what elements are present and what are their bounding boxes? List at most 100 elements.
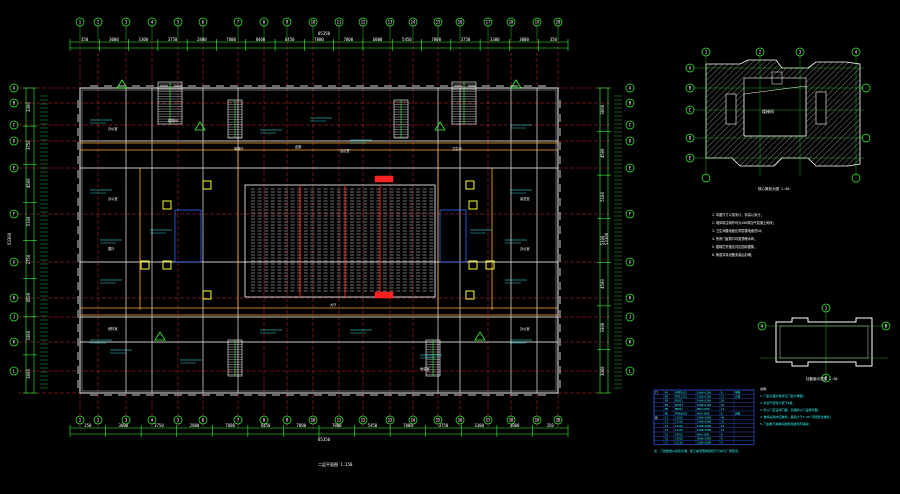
- stage-marker: [374, 175, 394, 183]
- entrance-arrow: [194, 121, 206, 131]
- grid-bubble-label: 7: [237, 20, 240, 25]
- grid-bubble-label: 2: [97, 418, 100, 423]
- dim-text: 7800: [332, 423, 342, 428]
- table-cell: 900×1500: [697, 432, 710, 436]
- core-void: [743, 77, 807, 137]
- grid-bubble-label: H: [629, 296, 632, 301]
- grid-bubble-label: A: [761, 324, 764, 329]
- blue-zone: [174, 209, 202, 263]
- dim-text: 2750: [26, 254, 31, 264]
- table-cell: C1818: [675, 416, 683, 420]
- table-cell: M1: [665, 390, 669, 394]
- grid-bubble-label: E: [629, 166, 632, 171]
- grid-bubble-label: 10: [311, 418, 316, 423]
- table-cell: 窗: [655, 416, 658, 420]
- grid-bubble-label: 8: [263, 418, 266, 423]
- column-marker: [468, 260, 478, 270]
- column-marker: [202, 180, 212, 190]
- table-cell: 8: [721, 432, 723, 436]
- room-tag: 楼梯间: [168, 118, 178, 123]
- grid-bubble-label: 1: [79, 418, 82, 423]
- grid-bubble-label: 13: [388, 20, 393, 25]
- grid-bubble-right: [625, 257, 635, 267]
- grid-bubble-left: [9, 120, 19, 130]
- grid-bubble-label: 13: [388, 418, 393, 423]
- grid-bubble-bottom: [385, 415, 395, 425]
- grid-bubble-label: K: [13, 340, 16, 345]
- core-wall-opening: [815, 91, 827, 125]
- dim-text: 350: [81, 37, 89, 42]
- dim-text: 5450: [368, 423, 378, 428]
- dim-text: 7800: [296, 423, 306, 428]
- dim-text: 7800: [343, 37, 353, 42]
- room-tag: 办公室: [520, 246, 530, 251]
- room-tag: 办公室: [108, 126, 118, 131]
- table-cell: C2418: [675, 424, 683, 428]
- dim-text: 7800: [431, 37, 441, 42]
- dim-text: 3000: [510, 423, 520, 428]
- side-note: 3.防火门应设闭门器，双扇防火门设顺序器；: [760, 407, 821, 412]
- table-cell: FM丙0618: [675, 411, 687, 415]
- room-tag: 走廊: [295, 144, 302, 149]
- grid-bubble-right: [625, 98, 635, 108]
- dim-text: 3300: [26, 330, 31, 340]
- dim-text: 6450: [261, 423, 271, 428]
- grid-bubble-right: [625, 136, 635, 146]
- overall-width-dim: 85350: [318, 31, 331, 36]
- table-cell: 1000×2100: [697, 390, 711, 394]
- dim-text: 2800: [190, 423, 200, 428]
- detail2-bubble: [757, 321, 767, 331]
- table-cell: 1500×1800: [697, 420, 711, 424]
- grid-bubble-label: 2: [825, 376, 828, 381]
- grid-bubble-right: [625, 366, 635, 376]
- detail1-bubble: [851, 173, 861, 183]
- dim-text: 4500: [600, 148, 605, 158]
- table-cell: 1800×1800: [697, 416, 711, 420]
- table-cell: 门: [655, 390, 658, 394]
- table-cell: 22: [721, 420, 725, 424]
- grid-bubble-left: [9, 163, 19, 173]
- dim-text: 350: [84, 423, 92, 428]
- grid-bubble-label: E: [13, 166, 16, 171]
- dim-text: 5100: [26, 216, 31, 226]
- table-cell: 6: [721, 437, 723, 441]
- grid-bubble-label: D: [13, 139, 16, 144]
- grid-bubble-left: [9, 337, 19, 347]
- grid-bubble-label: 9: [286, 20, 289, 25]
- room-tag: 阅览室: [520, 196, 530, 201]
- entrance-arrow: [434, 121, 446, 131]
- table-cell: M2: [665, 395, 669, 399]
- table-cell: 1200×2100: [697, 395, 711, 399]
- grid-bubble-label: 4: [151, 20, 154, 25]
- grid-bubble-left: [9, 83, 19, 93]
- table-cell: C0915: [675, 432, 683, 436]
- grid-bubble-label: 6: [202, 418, 205, 423]
- grid-bubble-bottom: [483, 415, 493, 425]
- detail1-bubble: [861, 133, 871, 143]
- grid-bubble-label: 4: [855, 50, 858, 55]
- room-tag: 资料室: [108, 326, 118, 331]
- dim-text: 3750: [168, 37, 178, 42]
- dim-text: 3000: [26, 369, 31, 379]
- grid-bubble-label: 18: [509, 20, 514, 25]
- grid-bubble-label: 2: [759, 50, 762, 55]
- side-note: 1.门窗立面分格详见门窗大样图；: [760, 393, 806, 398]
- grid-bubble-label: 2: [97, 20, 100, 25]
- room-tag: 办公室: [108, 196, 118, 201]
- grid-bubble-label: A: [629, 86, 632, 91]
- stage-marker: [374, 291, 394, 299]
- grid-bubble-label: 4: [151, 418, 154, 423]
- table-cell: 2100×1800: [697, 441, 711, 445]
- table-cell: C6: [665, 437, 669, 441]
- table-cell: C3018: [675, 437, 683, 441]
- grid-bubble-right: [625, 293, 635, 303]
- grid-bubble-left: [9, 209, 19, 219]
- dim-text: 3750: [461, 37, 471, 42]
- dim-text: 3300: [474, 423, 484, 428]
- column-marker: [468, 200, 478, 210]
- dim-text: 3750: [26, 140, 31, 150]
- grid-bubble-left: [9, 98, 19, 108]
- detail2-bubble: [821, 373, 831, 383]
- grid-bubble-label: 16: [458, 20, 463, 25]
